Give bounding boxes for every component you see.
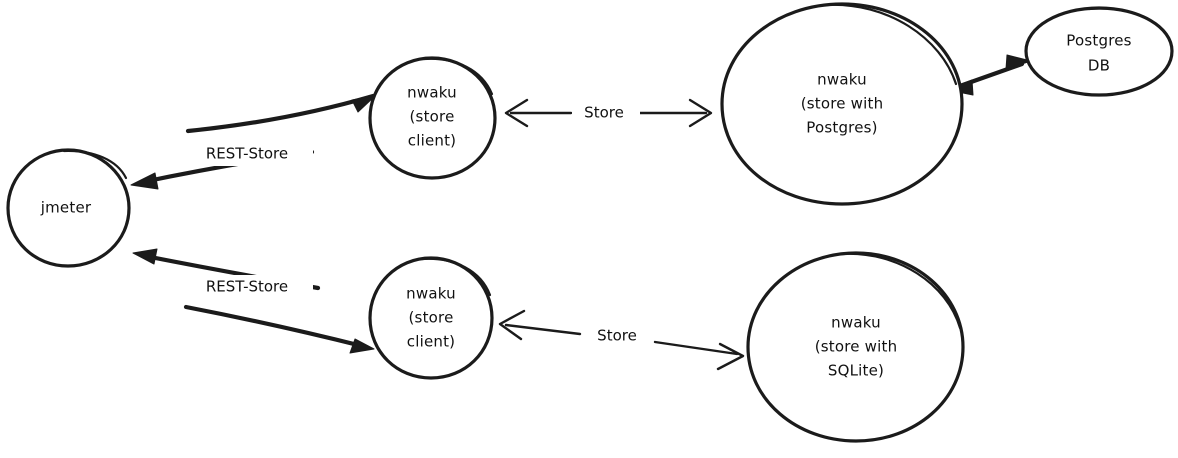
- node-postgres-db[interactable]: Postgres DB: [1024, 6, 1174, 97]
- arrowhead-to-store-client-bottom: [349, 338, 375, 354]
- edge-label-bg-store-bottom: [583, 325, 651, 347]
- edge-rest-store-bottom-line-out: [183, 304, 365, 349]
- node-nwaku-store-postgres-label-line-2: (store with: [801, 95, 884, 113]
- node-nwaku-store-client-bottom-sketch: [420, 257, 492, 297]
- node-nwaku-store-sqlite-label-line-1: nwaku: [831, 314, 881, 332]
- node-postgres-db-sketch: [1087, 7, 1172, 42]
- node-nwaku-store-client-bottom-label-line-1: nwaku: [406, 285, 456, 303]
- edge-rest-store-top-line-out: [185, 93, 376, 134]
- arrowhead-store-top-right: [688, 98, 713, 128]
- arrowhead-store-top-left: [504, 98, 529, 128]
- node-nwaku-store-postgres-shape: [720, 2, 964, 206]
- arrowhead-to-postgres-db: [1005, 54, 1032, 70]
- edge-label-bg-store-top: [572, 102, 640, 124]
- edge-store-bottom: Store: [498, 309, 745, 371]
- edge-store-bottom-line-left: [504, 323, 582, 336]
- arrowhead-to-jmeter-top: [130, 172, 159, 190]
- node-nwaku-store-client-top-shape: [368, 56, 497, 180]
- node-nwaku-store-client-bottom-label-line-3: client): [407, 333, 455, 351]
- node-jmeter[interactable]: jmeter: [6, 148, 131, 268]
- node-nwaku-store-sqlite-shape: [746, 251, 965, 443]
- node-nwaku-store-postgres-label-line-1: nwaku: [817, 71, 867, 89]
- node-nwaku-store-client-bottom-shape: [368, 256, 494, 380]
- node-nwaku-store-client-top-sketch: [422, 57, 494, 96]
- arrowhead-store-bottom-right: [716, 342, 745, 371]
- edge-label-bg-rest-store-top: [181, 142, 313, 166]
- node-postgres-db-label-line-2: DB: [1088, 57, 1110, 75]
- node-jmeter-sketch-overshoot: [62, 149, 128, 180]
- node-nwaku-store-postgres-sketch: [824, 3, 958, 86]
- node-nwaku-store-sqlite-label-line-3: SQLite): [828, 362, 884, 380]
- edge-label-bg-rest-store-bottom: [181, 275, 313, 299]
- edge-label-store-bottom: Store: [597, 327, 637, 345]
- node-nwaku-store-postgres-label-line-3: Postgres): [806, 119, 877, 137]
- node-nwaku-store-client-top-label-line-3: client): [408, 132, 456, 150]
- node-nwaku-store-client-bottom-label-line-2: (store: [409, 309, 454, 327]
- node-nwaku-store-sqlite[interactable]: nwaku (store with SQLite): [746, 251, 965, 443]
- edge-store-bottom-line-right: [653, 340, 739, 356]
- node-nwaku-store-client-top-label-line-1: nwaku: [407, 84, 457, 102]
- node-jmeter-label-line-1: jmeter: [40, 199, 92, 217]
- node-nwaku-store-client-bottom[interactable]: nwaku (store client): [368, 256, 494, 380]
- node-nwaku-store-sqlite-sketch: [840, 252, 962, 330]
- node-nwaku-store-sqlite-label-line-2: (store with: [815, 338, 898, 356]
- arrowhead-to-jmeter-bottom: [132, 248, 158, 265]
- arrowhead-to-store-client-top: [351, 95, 376, 113]
- edge-label-store-top: Store: [584, 104, 624, 122]
- node-jmeter-shape: [6, 148, 131, 268]
- edge-rest-store-bottom: REST-Store: [132, 248, 375, 354]
- edge-rest-store-top: REST-Store: [130, 93, 376, 190]
- node-nwaku-store-client-top[interactable]: nwaku (store client): [368, 56, 497, 180]
- arrowhead-store-bottom-left: [498, 309, 526, 341]
- edge-label-rest-store-top: REST-Store: [206, 145, 288, 163]
- node-nwaku-store-client-top-label-line-2: (store: [410, 108, 455, 126]
- edge-label-rest-store-bottom: REST-Store: [206, 278, 288, 296]
- node-postgres-db-label-line-1: Postgres: [1066, 32, 1131, 50]
- node-nwaku-store-postgres[interactable]: nwaku (store with Postgres): [720, 2, 964, 206]
- edge-store-top: Store: [504, 98, 713, 128]
